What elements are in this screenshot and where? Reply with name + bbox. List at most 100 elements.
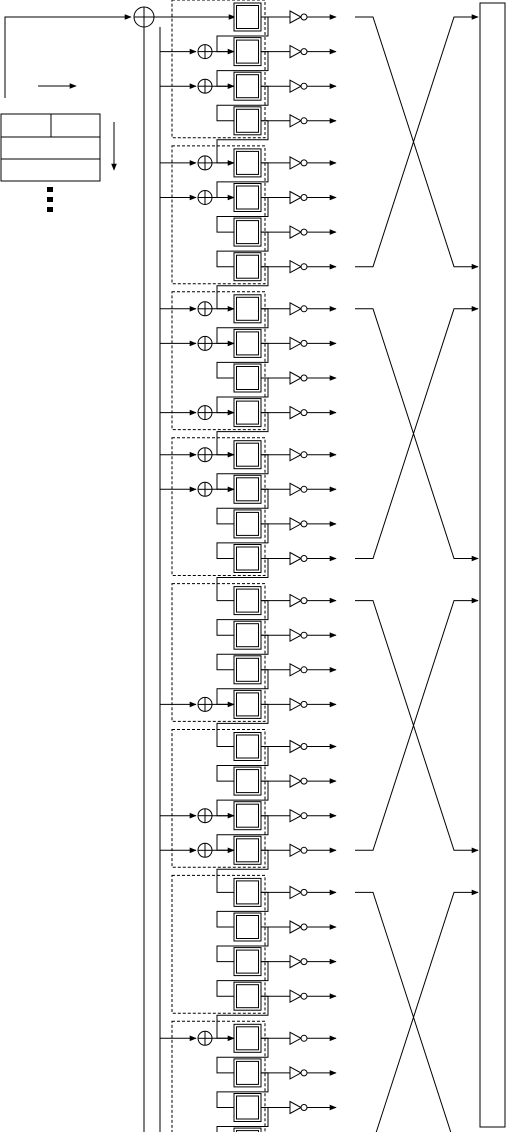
inverter-buffer-icon (261, 629, 336, 641)
shift-register-stage-28 (234, 982, 261, 1010)
inverter-bubble (301, 993, 307, 999)
buffer-triangle (290, 157, 301, 169)
inverter-bubble (301, 598, 307, 604)
stage-outer-box (234, 329, 261, 357)
buffer-triangle (290, 844, 301, 856)
inverter-bubble (301, 1035, 307, 1041)
shift-register-stage-26 (234, 913, 261, 941)
inverter-bubble (301, 118, 307, 124)
inverter-buffer-icon (261, 115, 336, 127)
inverter-bubble (301, 924, 307, 930)
shift-register-stage-2 (234, 38, 261, 66)
register-arrows (38, 86, 114, 170)
buffer-triangle (290, 886, 301, 898)
buffer-triangle (290, 303, 301, 315)
inverter-buffer-icon (261, 449, 336, 461)
shift-register-stage-13 (234, 441, 261, 469)
buffer-triangle (290, 629, 301, 641)
ellipsis-icon (47, 187, 53, 212)
inverter-bubble (301, 701, 307, 707)
inverter-bubble (301, 340, 307, 346)
inverter-buffer-icon (261, 810, 336, 822)
inverter-buffer-icon (261, 337, 336, 349)
stage-outer-box (234, 802, 261, 830)
buffer-triangle (290, 1067, 301, 1079)
inverter-bubble (301, 452, 307, 458)
stage-outer-box (234, 295, 261, 323)
buffer-triangle (290, 921, 301, 933)
stage-outer-box (234, 1094, 261, 1122)
stage-outer-box (234, 475, 261, 503)
inverter-buffer-icon (261, 46, 336, 58)
shift-register-stage-29 (234, 1024, 261, 1052)
inverter-bubble (301, 486, 307, 492)
stage-outer-box (234, 107, 261, 135)
inverter-bubble (301, 195, 307, 201)
stage-outer-box (234, 38, 261, 66)
stage-outer-box (234, 656, 261, 684)
permutation-cross-line (355, 309, 478, 559)
inverter-buffer-icon (261, 553, 336, 565)
permutation-cross-line (355, 601, 478, 851)
inverter-bubble (301, 521, 307, 527)
inverter-bubble (301, 1105, 307, 1111)
input-register (1, 114, 100, 181)
buffer-triangle (290, 595, 301, 607)
stage-outer-box (234, 72, 261, 100)
inverter-buffer-icon (261, 226, 336, 238)
shift-register-stage-11 (234, 364, 261, 392)
shift-register-stage-23 (234, 802, 261, 830)
inverter-bubble (301, 14, 307, 20)
buffer-triangle (290, 664, 301, 676)
stage-outer-box (234, 836, 261, 864)
stage-outer-box (234, 948, 261, 976)
buffer-triangle (290, 337, 301, 349)
inverter-buffer-icon (261, 921, 336, 933)
buffer-triangle (290, 483, 301, 495)
stage-outer-box (234, 545, 261, 573)
inverter-bubble (301, 160, 307, 166)
stage-outer-box (234, 1024, 261, 1052)
buffer-triangle (290, 115, 301, 127)
buffer-triangle (290, 46, 301, 58)
buffer-triangle (290, 226, 301, 238)
feedback-wiring (144, 17, 478, 1132)
inverter-bubble (301, 556, 307, 562)
permutation-cross-line (355, 601, 478, 851)
stage-outer-box (234, 878, 261, 906)
inverter-buffer-icon (261, 1102, 336, 1114)
permutation-cross-line (355, 892, 478, 1132)
inverter-bubble (301, 778, 307, 784)
buffer-triangle (290, 775, 301, 787)
shift-register-stage-32 (234, 1128, 261, 1132)
stage-outer-box (234, 767, 261, 795)
stage-outer-box (234, 510, 261, 538)
shift-register-stage-25 (234, 878, 261, 906)
stage-outer-box (234, 1059, 261, 1087)
inverter-buffer-icon (261, 11, 336, 23)
shift-register-stage-18 (234, 621, 261, 649)
permutation-cross-line (355, 892, 478, 1132)
stage-outer-box (234, 1128, 261, 1132)
inverter-buffer-icon (261, 157, 336, 169)
inverter-bubble (301, 959, 307, 965)
inverter-buffer-icon (261, 407, 336, 419)
inverter-buffer-icon (261, 886, 336, 898)
shift-register-stage-8 (234, 253, 261, 281)
buffer-triangle (290, 449, 301, 461)
shift-register-stage-3 (234, 72, 261, 100)
inverter-bubble (301, 83, 307, 89)
stage-outer-box (234, 399, 261, 427)
inverter-buffer-icon (261, 956, 336, 968)
shift-register-stage-6 (234, 184, 261, 212)
inverter-buffer-icon (261, 192, 336, 204)
shift-register-stage-22 (234, 767, 261, 795)
inverter-buffer-icon (261, 741, 336, 753)
inverter-buffer-icon (261, 261, 336, 273)
inverter-buffer-icon (261, 844, 336, 856)
shift-register-stage-10 (234, 329, 261, 357)
buffer-triangle (290, 956, 301, 968)
stage-outer-box (234, 3, 261, 31)
shift-register-stage-1 (234, 3, 261, 31)
